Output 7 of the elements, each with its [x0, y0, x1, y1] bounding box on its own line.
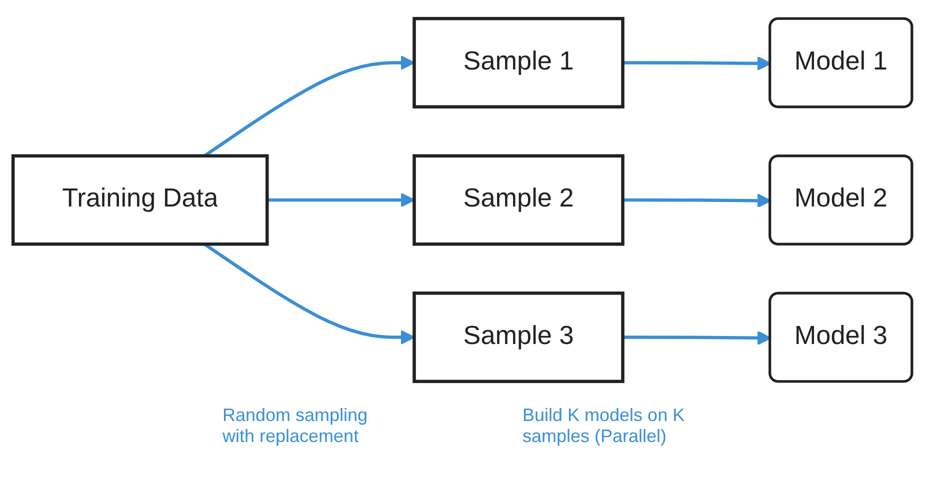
annotation-text: Random sampling with replacement	[222, 405, 369, 447]
node-box: Sample 2	[412, 154, 624, 246]
arrow	[267, 192, 415, 208]
annotation-text: Build K models on K samples (Parallel)	[522, 405, 686, 447]
node-box: Training Data	[11, 154, 269, 246]
node-box: Sample 3	[412, 292, 624, 384]
node-box: Sample 1	[412, 16, 624, 108]
